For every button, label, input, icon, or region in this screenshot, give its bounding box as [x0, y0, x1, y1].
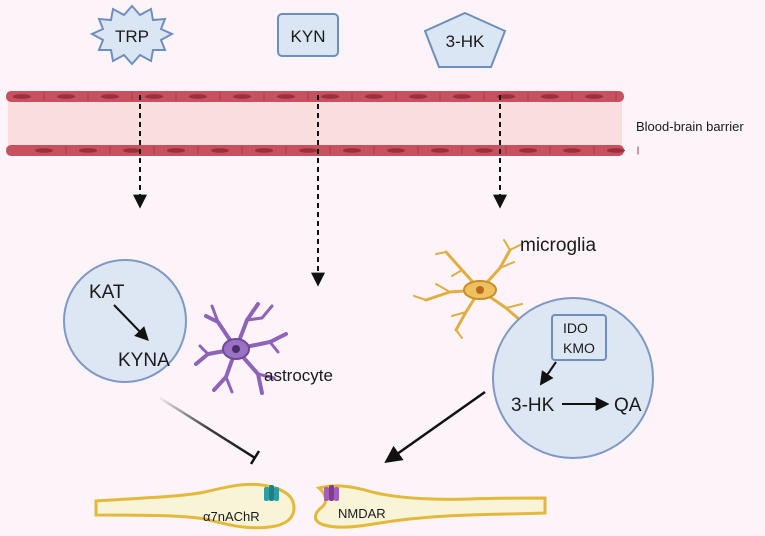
3hk-label: 3-HK — [446, 32, 485, 51]
endothelial-nucleus — [299, 148, 317, 153]
endothelial-nucleus — [365, 94, 383, 99]
microglia-circle-shape — [492, 297, 654, 459]
qa-activation-arrow — [384, 390, 486, 464]
kat-to-kyna-arrow — [113, 304, 149, 342]
vessel-lumen — [8, 98, 622, 148]
kyna-label: KYNA — [118, 350, 170, 371]
inhibition-line — [159, 396, 256, 460]
endothelial-nucleus — [57, 94, 75, 99]
presynaptic-neuron: α7nAChR — [94, 482, 296, 530]
endothelial-nucleus — [13, 94, 31, 99]
endothelial-nucleus — [233, 94, 251, 99]
endothelial-nucleus — [145, 94, 163, 99]
endothelial-nucleus — [563, 148, 581, 153]
endothelial-nucleus — [123, 148, 141, 153]
postsynaptic-neuron: NMDAR — [314, 484, 547, 529]
astrocyte-process-circle: KAT KYNA — [63, 259, 187, 383]
trp-star-shape — [89, 4, 175, 66]
3hk-molecule: 3-HK — [423, 11, 507, 68]
astrocyte-nucleus — [232, 345, 240, 353]
endothelial-nucleus — [321, 94, 339, 99]
kat-label: KAT — [89, 282, 125, 303]
kyn-molecule: KYN — [277, 13, 339, 57]
qa-label: QA — [614, 395, 642, 416]
kmo-label: KMO — [563, 340, 595, 356]
endothelial-nucleus — [189, 94, 207, 99]
a7nachr-label: α7nAChR — [203, 509, 260, 524]
nmdar-label: NMDAR — [338, 506, 386, 521]
postsynaptic-spine — [314, 484, 547, 529]
endothelial-nucleus — [607, 148, 625, 153]
micro-3hk-label: 3-HK — [511, 395, 555, 416]
vessel-top-wall — [6, 91, 624, 102]
endothelial-nucleus — [585, 94, 603, 99]
microglia-process-circle: IDO KMO 3-HK QA — [492, 297, 654, 459]
endothelial-nucleus — [431, 148, 449, 153]
kyn-label: KYN — [291, 27, 326, 46]
endothelial-nucleus — [277, 94, 295, 99]
endothelial-nucleus — [255, 148, 273, 153]
kyn-box-shape — [277, 13, 339, 57]
endothelial-nucleus — [167, 148, 185, 153]
endothelial-nucleus — [387, 148, 405, 153]
trp-label: TRP — [115, 27, 149, 46]
endothelial-nucleus — [497, 94, 515, 99]
endothelial-nucleus — [475, 148, 493, 153]
astrocyte-cell-icon — [194, 302, 288, 395]
a7nachr-receptor-icon — [264, 485, 279, 501]
nmdar-receptor-icon — [324, 485, 339, 501]
astrocyte-circle-shape — [63, 259, 187, 383]
trp-molecule: TRP — [89, 4, 175, 66]
barrier-label: Blood-brain barrier — [636, 119, 744, 134]
3hk-pentagon-shape — [423, 11, 507, 68]
microglia-label: microglia — [520, 235, 596, 256]
endothelial-nucleus — [541, 94, 559, 99]
endothelial-nucleus — [79, 148, 97, 153]
ido-label: IDO — [563, 320, 588, 336]
blood-brain-barrier — [6, 91, 639, 156]
endothelial-nucleus — [101, 94, 119, 99]
enzyme-box — [551, 314, 607, 361]
endothelial-nucleus — [35, 148, 53, 153]
endothelial-nucleus — [409, 94, 427, 99]
inhibition-bar — [249, 450, 261, 465]
enzyme-to-3hk-arrow — [539, 361, 557, 386]
microglia-cell-icon — [413, 239, 523, 339]
presynaptic-terminal — [94, 482, 296, 530]
endothelial-cells — [13, 92, 639, 155]
kyna-inhibition — [159, 396, 261, 465]
endothelial-nucleus — [453, 94, 471, 99]
endothelial-nucleus — [343, 148, 361, 153]
astrocyte-label: astrocyte — [264, 366, 333, 385]
endothelial-nucleus — [211, 148, 229, 153]
endothelial-nucleus — [519, 148, 537, 153]
microglia-nucleus — [476, 286, 484, 294]
